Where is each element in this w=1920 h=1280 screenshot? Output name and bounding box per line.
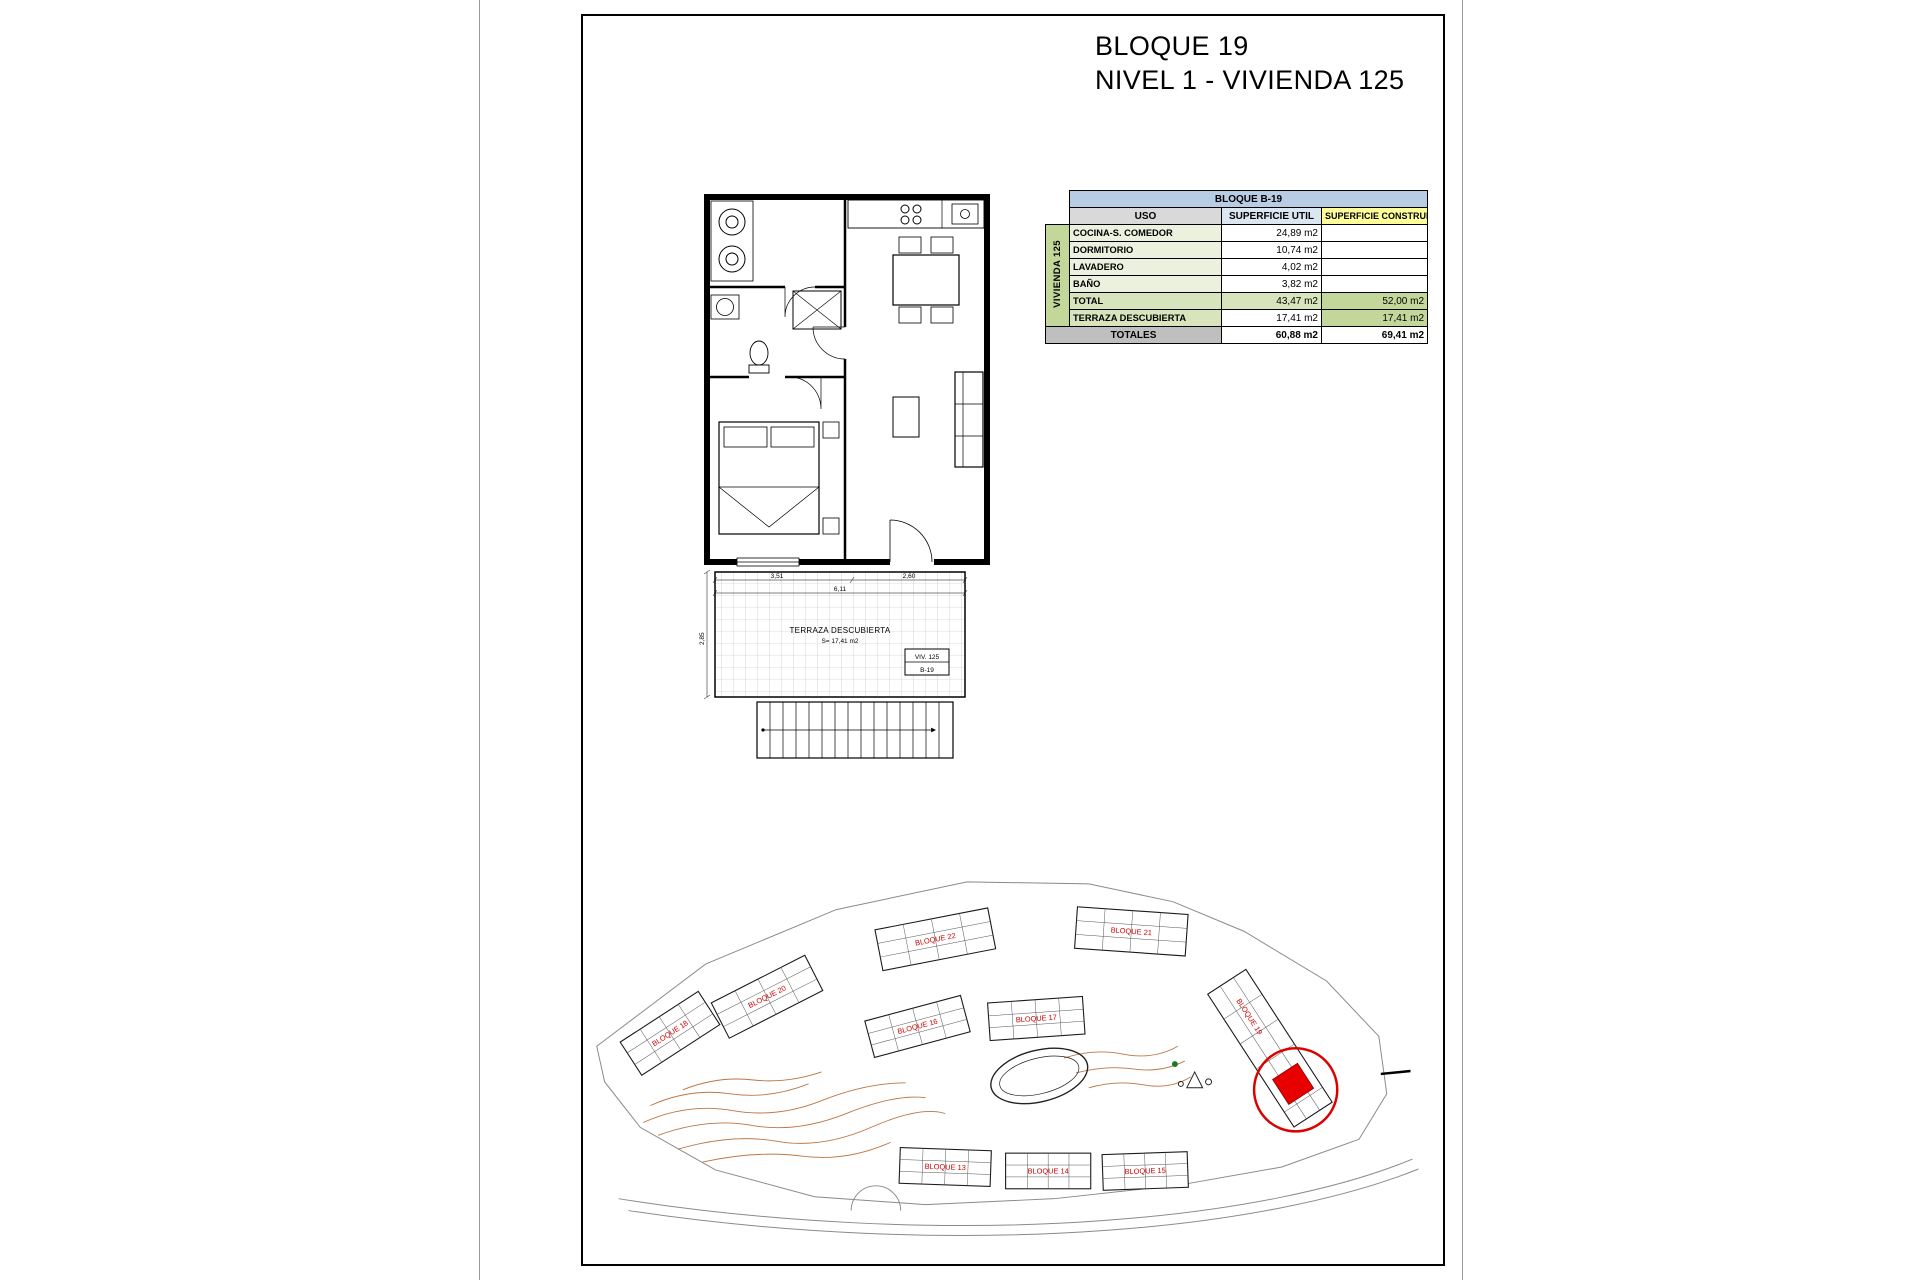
sheet-title: BLOQUE 19 NIVEL 1 - VIVIENDA 125 [1095, 30, 1404, 98]
unit-ref-line2: B-19 [920, 667, 934, 674]
uso-cell: COCINA-S. COMEDOR [1069, 224, 1222, 242]
terrace-label: TERRAZA DESCUBIERTA [790, 626, 891, 635]
table-row-totales: TOTALES 60,88 m2 69,41 m2 [1045, 326, 1429, 344]
unit-ref-box: VIV. 125 B-19 [904, 648, 950, 676]
uso-cell: DORMITORIO [1069, 241, 1222, 259]
title-line-1: BLOQUE 19 [1095, 31, 1249, 61]
site-block-18: BLOQUE 18 [619, 990, 721, 1077]
table-row: BAÑO 3,82 m2 [1046, 275, 1429, 293]
site-block-19-highlighted: BLOQUE 19 [1206, 968, 1333, 1128]
totales-construida-cell: 69,41 m2 [1320, 326, 1429, 344]
util-cell: 3,82 m2 [1221, 275, 1322, 293]
block-label: BLOQUE 13 [924, 1162, 965, 1172]
dim-terrace-left: 3,51 [771, 573, 784, 580]
site-block-21: BLOQUE 21 [1073, 906, 1189, 957]
bathroom-fixtures [710, 290, 842, 374]
construida-cell: 17,41 m2 [1320, 309, 1429, 327]
interior-walls [707, 197, 847, 562]
highlight-circle [1252, 1046, 1339, 1133]
highlighted-unit-125 [1272, 1062, 1315, 1105]
util-cell: 4,02 m2 [1221, 258, 1322, 276]
util-cell: 10,74 m2 [1221, 241, 1322, 259]
terrace-area-label: S= 17,41 m2 [821, 638, 858, 645]
outer-walls [704, 194, 990, 565]
playground [1177, 1070, 1213, 1089]
corner-cell [1046, 191, 1070, 208]
unit-ref-line1: VIV. 125 [915, 654, 940, 661]
dim-terrace-total: 6,11 [834, 586, 847, 593]
site-block-13: BLOQUE 13 [898, 1147, 992, 1187]
uso-cell: TOTAL [1069, 292, 1222, 310]
table-row-column-headers: USO SUPERFICIE UTIL SUPERFICIE CONSTRUID… [1046, 207, 1429, 225]
plan-sheet-page: BLOQUE 19 NIVEL 1 - VIVIENDA 125 BLOQUE … [479, 0, 1463, 1280]
construida-cell [1320, 258, 1429, 276]
dim-terrace-right: 2,60 [903, 573, 916, 580]
construida-cell [1320, 241, 1429, 259]
site-block-22: BLOQUE 22 [874, 907, 997, 972]
site-block-17: BLOQUE 17 [986, 995, 1086, 1042]
site-block-15: BLOQUE 15 [1101, 1151, 1189, 1191]
terrace-door-opening [890, 556, 934, 568]
title-line-2: NIVEL 1 - VIVIENDA 125 [1095, 64, 1405, 95]
bedroom-furniture [718, 421, 840, 535]
living-furniture [892, 236, 984, 468]
areas-table: BLOQUE B-19 USO SUPERFICIE UTIL SUPERFIC… [1045, 190, 1429, 344]
table-row: LAVADERO 4,02 m2 [1046, 258, 1429, 276]
table-row-terraza: TERRAZA DESCUBIERTA 17,41 m2 17,41 m2 [1046, 309, 1429, 327]
door-arcs [784, 286, 846, 410]
table-row: DORMITORIO 10,74 m2 [1046, 241, 1429, 259]
kitchen-fixtures [847, 199, 985, 229]
site-plan-drawing: BLOQUE 18 BLOQUE 20 BLOQUE 22 BLOQUE 21 [596, 881, 1419, 1236]
group-label: VIVIENDA 125 [1052, 240, 1063, 308]
col-header-superficie-construida: SUPERFICIE CONSTRUIDA [1320, 207, 1429, 225]
col-header-uso: USO [1069, 207, 1222, 225]
block-label: BLOQUE 17 [1015, 1013, 1057, 1025]
uso-cell: TERRAZA DESCUBIERTA [1069, 309, 1222, 327]
dim-terrace-depth: 2,85 [699, 632, 706, 645]
floorplan-drawing: TERRAZA DESCUBIERTA S= 17,41 m2 VIV. 125… [699, 194, 990, 759]
site-block-14: BLOQUE 14 [1005, 1152, 1092, 1190]
site-boundary [596, 881, 1388, 1206]
block-label: BLOQUE 21 [1110, 925, 1152, 937]
lavadero-fixtures [710, 200, 754, 282]
uso-cell: LAVADERO [1069, 258, 1222, 276]
util-cell: 24,89 m2 [1221, 224, 1322, 242]
bedroom-window [736, 557, 800, 567]
corner-cell [1046, 208, 1070, 225]
access-road [618, 1158, 1419, 1236]
totales-label-cell: TOTALES [1045, 326, 1222, 344]
apartment-plan [704, 194, 990, 568]
table-row-total: TOTAL 43,47 m2 52,00 m2 [1046, 292, 1429, 310]
util-cell: 17,41 m2 [1221, 309, 1322, 327]
site-block-16: BLOQUE 16 [864, 994, 971, 1059]
dimension-lines: 3,51 2,60 6,11 2,85 [699, 569, 968, 700]
util-cell: 43,47 m2 [1221, 292, 1322, 310]
col-header-superficie-util: SUPERFICIE UTIL [1221, 207, 1322, 225]
site-block-20: BLOQUE 20 [710, 954, 824, 1039]
block-header-cell: BLOQUE B-19 [1068, 190, 1429, 208]
stairs [756, 701, 954, 759]
pool [990, 1047, 1089, 1105]
construida-cell: 52,00 m2 [1320, 292, 1429, 310]
block-label: BLOQUE 15 [1124, 1166, 1165, 1176]
uso-cell: BAÑO [1069, 275, 1222, 293]
drawing-frame: BLOQUE 19 NIVEL 1 - VIVIENDA 125 BLOQUE … [581, 14, 1445, 1266]
group-label-cell: VIVIENDA 125 [1045, 224, 1070, 327]
construida-cell [1320, 224, 1429, 242]
terrace-door [889, 519, 933, 563]
table-row: VIVIENDA 125 COCINA-S. COMEDOR 24,89 m2 [1045, 224, 1429, 327]
block-label: BLOQUE 14 [1028, 1166, 1069, 1175]
contour-lines [643, 1045, 1191, 1163]
totales-util-cell: 60,88 m2 [1221, 326, 1322, 344]
green-marker [1171, 1061, 1178, 1068]
table-row-block-header: BLOQUE B-19 [1046, 190, 1429, 208]
scale-mark [1380, 1069, 1411, 1076]
construida-cell [1320, 275, 1429, 293]
